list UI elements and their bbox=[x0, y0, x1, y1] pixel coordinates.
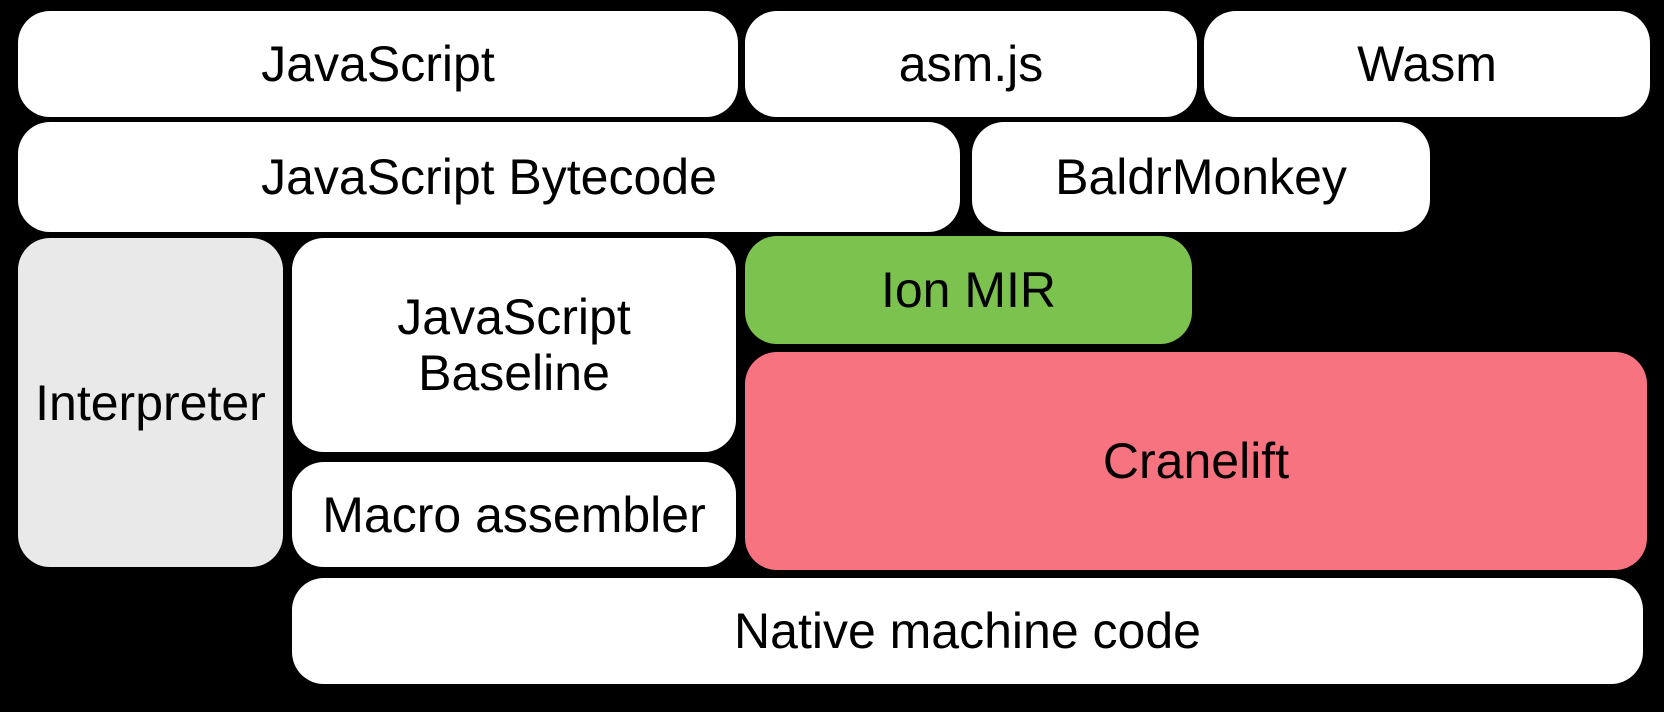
node-wasm: Wasm bbox=[1204, 11, 1650, 117]
node-baldrmonkey: BaldrMonkey bbox=[972, 122, 1430, 232]
node-javascript: JavaScript bbox=[18, 11, 738, 117]
node-javascript-baseline: JavaScript Baseline bbox=[292, 238, 736, 452]
node-asm-js: asm.js bbox=[745, 11, 1197, 117]
node-ion-mir: Ion MIR bbox=[745, 236, 1192, 344]
node-native-machine-code: Native machine code bbox=[292, 578, 1643, 684]
node-macro-assembler: Macro assembler bbox=[292, 462, 736, 567]
node-javascript-bytecode: JavaScript Bytecode bbox=[18, 122, 960, 232]
node-cranelift: Cranelift bbox=[745, 352, 1647, 570]
node-interpreter: Interpreter bbox=[18, 238, 283, 567]
